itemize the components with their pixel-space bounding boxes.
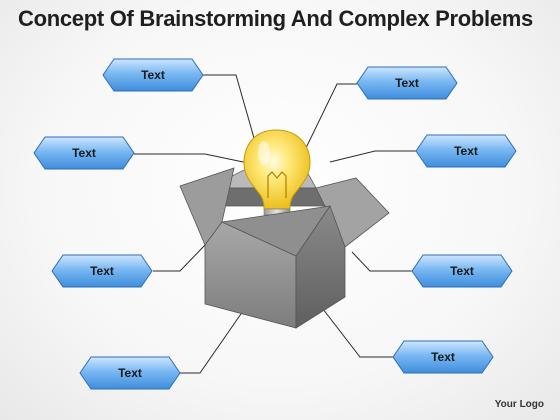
node-lower-left[interactable]: Text — [51, 254, 153, 288]
node-label: Text — [395, 76, 419, 90]
node-label: Text — [141, 68, 165, 82]
connector-top-left — [203, 74, 259, 153]
connector-bottom-right — [315, 299, 393, 358]
box-front-flap — [220, 205, 331, 257]
node-top-left[interactable]: Text — [102, 58, 204, 92]
connector-lower-right — [351, 251, 412, 272]
node-top-right[interactable]: Text — [356, 66, 458, 100]
box-body — [204, 205, 346, 329]
node-mid-left[interactable]: Text — [33, 136, 135, 170]
node-bottom-left[interactable]: Text — [79, 356, 181, 390]
connector-lower-left — [153, 243, 207, 272]
connector-mid-right — [329, 150, 416, 163]
node-label: Text — [431, 350, 455, 364]
connector-lines — [134, 74, 416, 374]
logo-text: Your Logo — [494, 399, 544, 410]
node-label: Text — [90, 264, 114, 278]
node-label: Text — [72, 146, 96, 160]
node-label: Text — [454, 144, 478, 158]
page-title: Concept Of Brainstorming And Complex Pro… — [18, 6, 533, 31]
node-label: Text — [450, 264, 474, 278]
node-label: Text — [118, 366, 142, 380]
node-lower-right[interactable]: Text — [411, 254, 513, 288]
connector-top-right — [304, 83, 357, 151]
node-mid-right[interactable]: Text — [415, 134, 517, 168]
node-bottom-right[interactable]: Text — [392, 340, 494, 374]
connector-mid-left — [134, 153, 249, 164]
connector-bottom-left — [180, 310, 244, 374]
